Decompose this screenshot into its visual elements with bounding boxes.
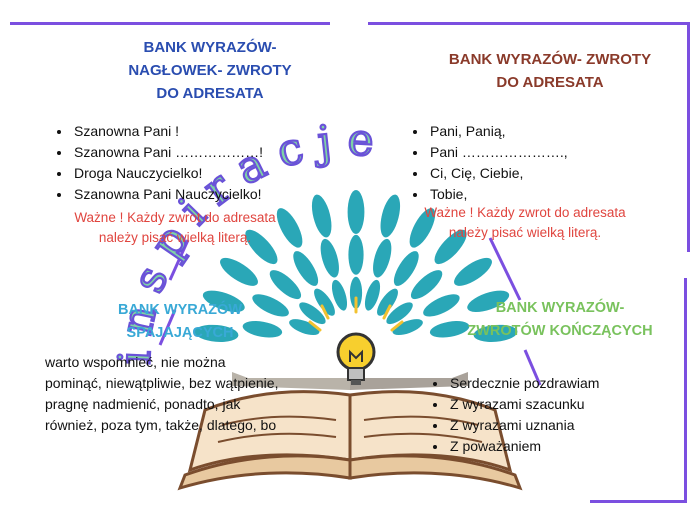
- leaf-shape: [454, 257, 492, 286]
- leaf-shape: [380, 194, 401, 238]
- lightbulb-icon: [336, 332, 376, 385]
- top-left-note: Ważne ! Każdy zwrot do adresata należy p…: [55, 208, 295, 248]
- leaf-shape: [364, 279, 381, 311]
- bottom-right-title: BANK WYRAZÓW- ZWROTÓW KOŃCZĄCYCH: [455, 297, 665, 343]
- leaf-shape: [377, 288, 398, 316]
- title-line: BANK WYRAZÓW- ZWROTY: [448, 51, 652, 68]
- top-left-title: BANK WYRAZÓW- NAGŁOWEK- ZWROTY DO ADRESA…: [110, 36, 310, 105]
- leaf-shape: [409, 208, 436, 248]
- leaf-shape: [434, 229, 467, 265]
- leaf-shape: [423, 294, 460, 317]
- leaf-shape: [429, 321, 470, 338]
- leaf-shape: [289, 319, 320, 336]
- list-item: Pani, Panią,: [428, 121, 628, 142]
- title-line: BANK WYRAZÓW: [117, 302, 243, 318]
- list-item: Tobie,: [428, 184, 628, 205]
- frame-right-upper: [687, 24, 690, 252]
- note-line: Ważne ! Każdy zwrot do adresata: [74, 210, 276, 225]
- top-left-list: Szanowna Pani ! Szanowna Pani ………………! Dr…: [52, 121, 352, 205]
- leaf-shape: [331, 279, 348, 311]
- leaf-shape: [386, 302, 413, 325]
- leaf-shape: [314, 288, 335, 316]
- top-right-title: BANK WYRAZÓW- ZWROTY DO ADRESATA: [430, 48, 670, 94]
- title-line: SPAJAJĄCYCH: [126, 325, 234, 341]
- list-item: Ci, Cię, Ciebie,: [428, 163, 628, 184]
- leaf-shape: [373, 238, 392, 278]
- text-line: pominąć, niewątpliwie, bez wątpienie,: [45, 375, 279, 391]
- leaf-shape: [311, 194, 332, 238]
- text-line: warto wspomnieć, nie można: [45, 354, 226, 370]
- leaf-shape: [299, 302, 326, 325]
- frame-top-right: [368, 22, 690, 25]
- leaf-shape: [347, 190, 365, 234]
- leaf-shape: [276, 208, 303, 248]
- leaf-shape: [242, 321, 283, 338]
- list-item: Z wyrazami szacunku: [448, 394, 668, 415]
- bottom-left-title: BANK WYRAZÓW SPAJAJĄCYCH: [100, 299, 260, 345]
- top-right-note: Ważne ! Każdy zwrot do adresata należy p…: [405, 203, 645, 243]
- leaf-shape: [269, 270, 302, 300]
- frame-bottom: [590, 500, 687, 503]
- text-line: pragnę nadmienić, ponadto, jak: [45, 396, 241, 412]
- title-line: NAGŁOWEK- ZWROTY: [128, 62, 292, 79]
- leaf-shape: [252, 294, 289, 317]
- leaf-shape: [392, 319, 423, 336]
- title-line: BANK WYRAZÓW-: [495, 300, 625, 316]
- text-line: również, poza tym, także, dlatego, bo: [45, 417, 277, 433]
- list-item: Szanowna Pani Nauczycielko!: [72, 184, 352, 205]
- bottom-left-text: warto wspomnieć, nie można pominąć, niew…: [45, 352, 345, 436]
- note-line: Ważne ! Każdy zwrot do adresata: [424, 205, 626, 220]
- leaf-shape: [202, 290, 245, 313]
- list-item: Szanowna Pani !: [72, 121, 352, 142]
- list-item: Szanowna Pani ………………!: [72, 142, 352, 163]
- list-item: Pani ………………….,: [428, 142, 628, 163]
- leaf-shape: [410, 270, 443, 300]
- top-right-list: Pani, Panią, Pani …………………., Ci, Cię, Cie…: [408, 121, 628, 205]
- title-line: DO ADRESATA: [156, 85, 264, 102]
- leaf-tree-icon: [194, 190, 518, 342]
- leaf-shape: [473, 324, 518, 342]
- title-line: DO ADRESATA: [496, 74, 604, 91]
- bottom-right-list: Serdecznie pozdrawiam Z wyrazami szacunk…: [428, 373, 668, 457]
- leaf-shape: [467, 290, 510, 313]
- frame-top-left: [10, 22, 330, 25]
- leaf-shape: [320, 238, 339, 278]
- leaf-shape: [349, 276, 363, 309]
- leaf-shape: [245, 229, 278, 265]
- leaf-shape: [348, 234, 364, 275]
- open-book-icon: [177, 372, 523, 491]
- leaf-shape: [393, 251, 419, 286]
- note-line: należy pisać wielką literą.: [98, 230, 252, 245]
- title-line: ZWROTÓW KOŃCZĄCYCH: [467, 323, 653, 339]
- frame-right-lower: [684, 278, 687, 503]
- list-item: Serdecznie pozdrawiam: [448, 373, 668, 394]
- leaf-shape: [220, 257, 258, 286]
- leaf-shape: [194, 324, 239, 342]
- list-item: Z poważaniem: [448, 436, 668, 457]
- list-item: Droga Nauczycielko!: [72, 163, 352, 184]
- note-line: należy pisać wielką literą.: [448, 225, 602, 240]
- list-item: Z wyrazami uznania: [448, 415, 668, 436]
- title-line: BANK WYRAZÓW-: [143, 39, 277, 56]
- leaf-shape: [293, 251, 319, 286]
